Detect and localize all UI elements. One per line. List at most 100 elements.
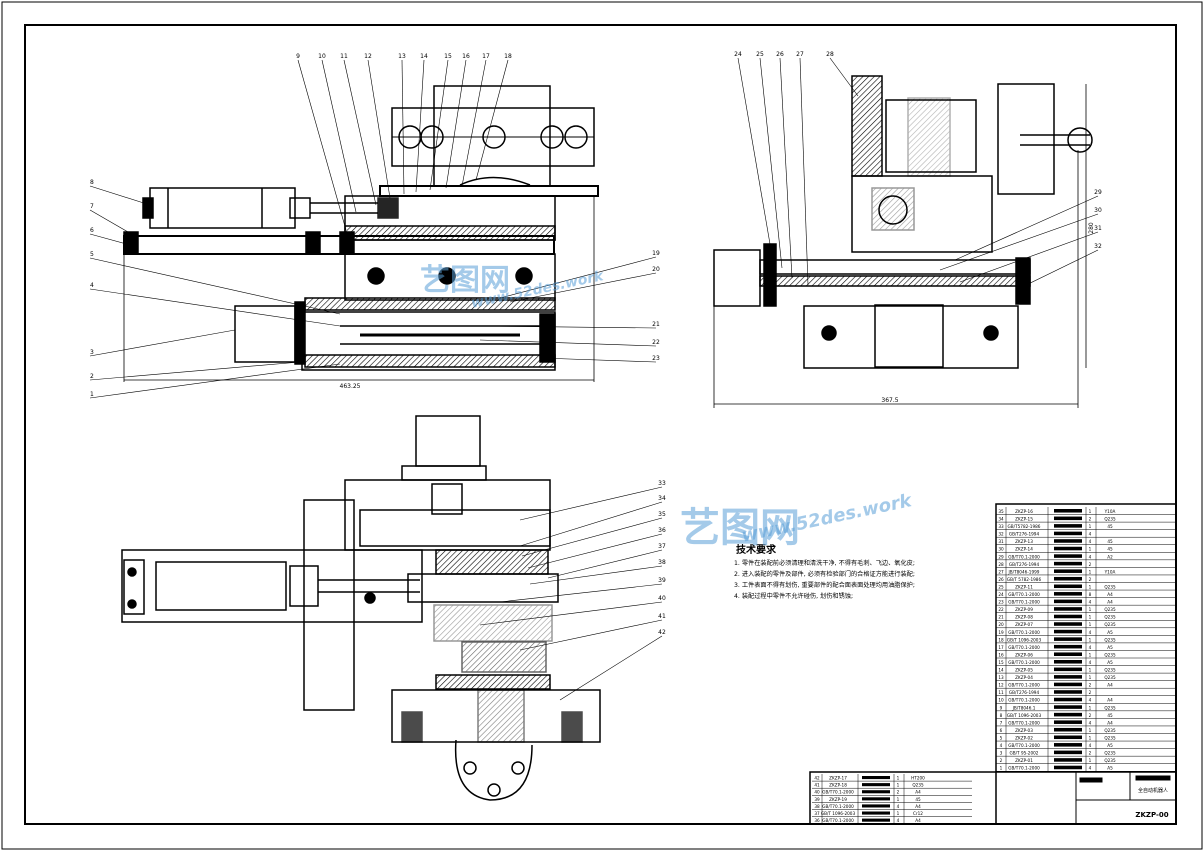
bom-name-block xyxy=(1054,524,1082,528)
callout-label: 16 xyxy=(462,53,470,60)
bom-name-block xyxy=(1054,705,1082,709)
bom-code: GB/T70.1-2000 xyxy=(1008,660,1040,665)
bom-name-block xyxy=(1054,592,1082,596)
bom-name-block xyxy=(1054,697,1082,702)
bom-name-block xyxy=(862,783,890,787)
bom-qty: 1 xyxy=(1089,622,1092,627)
bom-qty: 4 xyxy=(897,818,900,823)
bom-name-block xyxy=(1054,576,1082,581)
bom-qty: 1 xyxy=(1089,584,1092,589)
bom-qty: 2 xyxy=(1089,713,1092,718)
callout-label: 2 xyxy=(90,373,94,380)
bom-item-no: 25 xyxy=(998,584,1004,589)
bom-code: ZKZP-17 xyxy=(829,776,847,781)
bom-name-block xyxy=(1054,727,1082,732)
bom-material: 45 xyxy=(1107,713,1113,718)
inner-frame xyxy=(24,24,1177,825)
callout-39: 39 xyxy=(499,577,666,603)
callout-4: 4 xyxy=(89,282,341,327)
bom-name-block xyxy=(1054,622,1082,626)
bom-material: Q235 xyxy=(1104,758,1116,763)
bom-material: A5 xyxy=(1107,743,1113,748)
callout-label: 31 xyxy=(1094,225,1102,232)
bom-name-block xyxy=(1054,750,1082,755)
callout-23: 23 xyxy=(539,355,660,363)
bom-material: A4 xyxy=(1107,698,1113,703)
bom-item-no: 13 xyxy=(998,675,1004,680)
bom-item-no: 9 xyxy=(1000,705,1003,710)
bom-item-no: 21 xyxy=(998,615,1004,620)
callout-label: 13 xyxy=(398,53,406,60)
callout-31: 31 xyxy=(959,225,1102,283)
bom-item-no: 20 xyxy=(998,622,1004,627)
title-block-name: 全自动机器人 xyxy=(1138,787,1168,794)
bom-qty: 1 xyxy=(1089,615,1092,620)
bom-code: ZKZP-19 xyxy=(829,797,847,802)
callout-label: 36 xyxy=(658,527,666,534)
bom-qty: 4 xyxy=(1089,743,1092,748)
bom-qty: 4 xyxy=(1089,554,1092,559)
bom-code: GB/T70.1-2000 xyxy=(1008,592,1040,597)
bom-item-no: 2 xyxy=(1000,758,1003,763)
side-height-dim: 280 xyxy=(1088,222,1095,234)
bom-name-block xyxy=(862,797,890,801)
bom-qty: 1 xyxy=(1089,524,1092,529)
callout-label: 30 xyxy=(1094,207,1102,214)
callout-label: 25 xyxy=(756,51,764,58)
callout-10: 10 xyxy=(318,53,357,213)
bom-code: GB/T70.1-2000 xyxy=(822,804,854,809)
bom-code: ZKZP-15 xyxy=(1015,517,1033,522)
bom-name-block xyxy=(1054,690,1082,694)
bom-qty: 8 xyxy=(1089,592,1092,597)
bom-code: GB/T 1096-2003 xyxy=(821,811,856,816)
bom-code: ZKZP-07 xyxy=(1015,622,1033,627)
bom-name-block xyxy=(1054,743,1082,747)
callout-26: 26 xyxy=(776,51,793,279)
bom-name-block xyxy=(1054,561,1082,566)
bom-qty: 4 xyxy=(1089,766,1092,771)
bom-material: A2 xyxy=(1107,554,1113,559)
bom-item-no: 35 xyxy=(998,509,1004,514)
side-width-dim: 367.5 xyxy=(881,397,898,404)
bom-material: HT200 xyxy=(911,776,925,781)
bom-material: 45 xyxy=(1107,524,1113,529)
bom-name-block xyxy=(1054,569,1082,573)
bom-material: 45 xyxy=(915,797,921,802)
bom-code: GB/T70.1-2000 xyxy=(1008,720,1040,725)
bom-material: Q235 xyxy=(1104,705,1116,710)
callout-5: 5 xyxy=(89,251,341,315)
callout-20: 20 xyxy=(509,266,660,303)
bom-qty: 1 xyxy=(1089,735,1092,740)
bom-code: GB/T 5782-1986 xyxy=(1007,577,1042,582)
callout-label: 14 xyxy=(420,53,428,60)
bom-item-no: 31 xyxy=(998,539,1004,544)
bom-qty: 2 xyxy=(1089,577,1092,582)
bom-name-block xyxy=(1054,614,1082,619)
bom-qty: 1 xyxy=(1089,652,1092,657)
bom-material: A4 xyxy=(1107,720,1113,725)
bom-material: A4 xyxy=(915,818,921,823)
callout-8: 8 xyxy=(89,179,151,206)
bom-qty: 1 xyxy=(1089,637,1092,642)
bom-code: GB/T70.1-2000 xyxy=(1008,600,1040,605)
bom-name-block xyxy=(1054,584,1082,589)
bom-material: Cr12 xyxy=(913,811,923,816)
bom-name-block xyxy=(1054,712,1082,717)
callout-label: 15 xyxy=(444,53,452,60)
bom-material: Q235 xyxy=(912,783,924,788)
bom-item-no: 22 xyxy=(998,607,1004,612)
tech-requirement-line: 2. 进入装配的零件及部件, 必须有检验部门的合格证方能进行装配; xyxy=(734,571,915,578)
plan-view xyxy=(121,415,601,801)
callout-21: 21 xyxy=(479,321,660,329)
bom-code: GB/T70.1-2000 xyxy=(1008,630,1040,635)
callout-label: 32 xyxy=(1094,243,1102,250)
callout-label: 34 xyxy=(658,495,666,502)
bom-code: JB/T8046-1999 xyxy=(1008,569,1040,574)
bom-name-block xyxy=(1054,516,1082,521)
